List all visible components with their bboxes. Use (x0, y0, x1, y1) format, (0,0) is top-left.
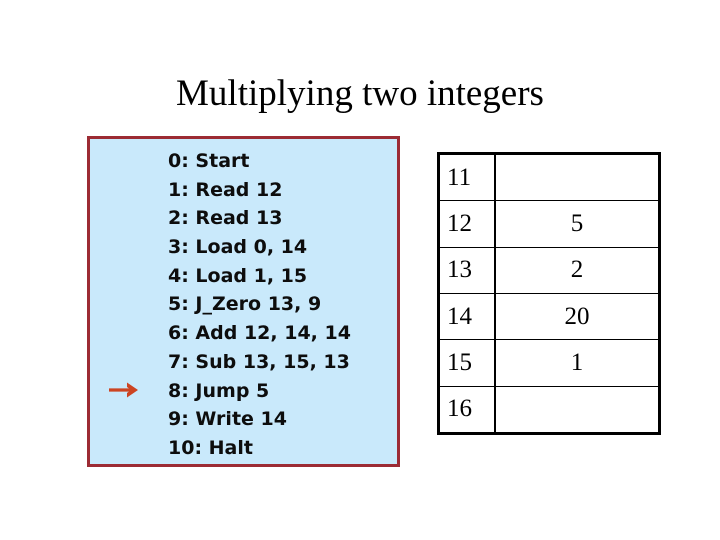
code-line: 7: Sub 13, 15, 13 (168, 350, 350, 373)
memory-value: 20 (494, 292, 658, 341)
memory-value (494, 385, 658, 432)
table-row: 13 2 (440, 246, 658, 294)
code-line: 0: Start (168, 150, 250, 172)
table-row: 12 5 (440, 200, 658, 248)
program-listing: 0: Start 1: Read 12 2: Read 13 3: Load 0… (168, 147, 398, 463)
code-line: 3: Load 0, 14 (168, 236, 308, 259)
table-row: 16 (440, 385, 658, 432)
memory-address: 16 (440, 385, 496, 432)
page-title: Multiplying two integers (176, 73, 544, 114)
memory-value (494, 155, 658, 202)
memory-value: 2 (494, 246, 658, 294)
code-line: 9: Write 14 (168, 408, 287, 431)
table-row: 11 (440, 155, 658, 202)
memory-address: 12 (440, 200, 496, 248)
memory-value: 1 (494, 339, 658, 387)
memory-table: 11 12 5 13 2 14 20 15 1 (437, 152, 661, 435)
table-row: 14 20 (440, 292, 658, 341)
memory-address: 15 (440, 339, 496, 387)
memory-address: 13 (440, 246, 496, 294)
table-row: 15 1 (440, 339, 658, 387)
program-listing-box: 0: Start 1: Read 12 2: Read 13 3: Load 0… (87, 136, 400, 467)
code-line: 1: Read 12 (168, 178, 283, 201)
code-line: 8: Jump 5 (168, 379, 270, 402)
code-line: 2: Read 13 (168, 207, 283, 230)
code-line: 5: J_Zero 13, 9 (168, 293, 322, 316)
memory-address: 14 (440, 292, 496, 341)
code-line: 4: Load 1, 15 (168, 264, 308, 287)
right-arrow-icon (107, 378, 147, 402)
code-line: 10: Halt (168, 436, 253, 459)
memory-value: 5 (494, 200, 658, 248)
code-line: 6: Add 12, 14, 14 (168, 322, 351, 345)
memory-address: 11 (440, 155, 496, 202)
